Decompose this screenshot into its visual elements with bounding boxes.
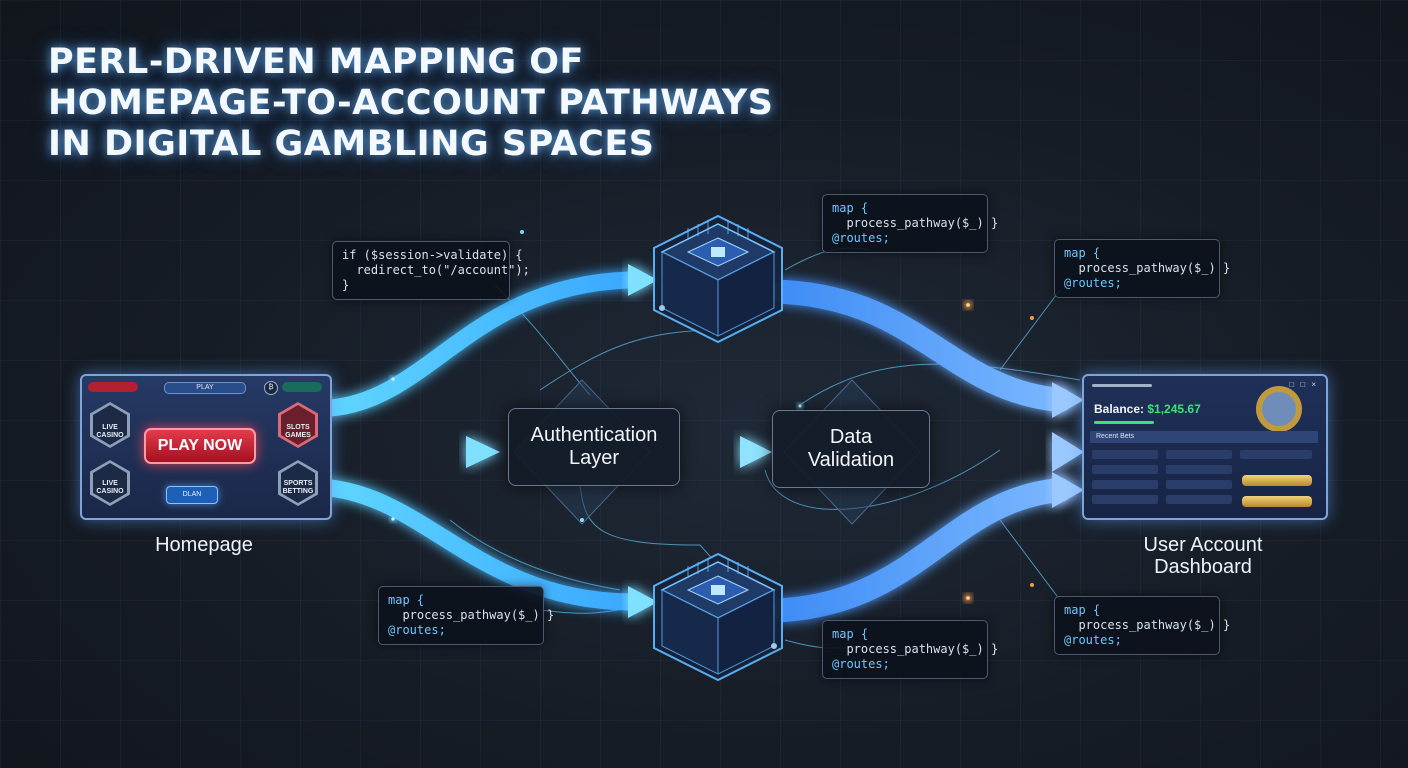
user-dashboard-screen: □ □ × Balance: $1,245.67 Recent Bets (1082, 374, 1328, 520)
balance-bar (1094, 421, 1154, 424)
table-row (1166, 495, 1232, 504)
code-map-right-top: map { process_pathway($_) }@routes; (1054, 239, 1231, 298)
code-map-bottom: map { process_pathway($_) }@routes; (822, 620, 999, 679)
title-line-1: PERL-DRIVEN MAPPING OF (48, 42, 584, 82)
code-line: process_pathway($_) } (1064, 618, 1231, 632)
code-line: process_pathway($_) } (832, 216, 999, 230)
code-line: process_pathway($_) } (388, 608, 555, 622)
table-row (1166, 450, 1232, 459)
data-label-line-2: Validation (807, 449, 895, 471)
homepage-screen: PLAY ₿ LIVE CASINO SLOTS GAMES LIVE CASI… (80, 374, 332, 520)
title-line-3: IN DIGITAL GAMBLING SPACES (48, 124, 655, 164)
window-controls-icon[interactable]: □ □ × (1289, 380, 1318, 389)
play-now-button[interactable]: PLAY NOW (144, 428, 256, 464)
balance-row: Balance: $1,245.67 (1094, 402, 1201, 416)
tile-bottom-right-label: SPORTS BETTING (282, 480, 314, 495)
homepage-label: Homepage (155, 534, 253, 556)
code-map-top: map { process_pathway($_) }@routes; (822, 194, 999, 253)
gold-action-button[interactable] (1242, 475, 1312, 486)
gold-action-button[interactable] (1242, 496, 1312, 507)
code-line: map { (1064, 246, 1101, 260)
code-line: @routes; (1064, 633, 1122, 647)
server-cube-top (653, 214, 783, 344)
code-line: @routes; (1064, 276, 1122, 290)
code-line: @routes; (832, 657, 890, 671)
code-map-bottom-left: map { process_pathway($_) }@routes; (378, 586, 555, 645)
balance-value: $1,245.67 (1147, 402, 1201, 416)
authentication-layer-box: Authentication Layer (508, 408, 680, 486)
nav-pill-play[interactable]: PLAY (164, 382, 246, 394)
recent-bets-header: Recent Bets (1090, 431, 1318, 443)
tile-top-left-label: LIVE CASINO (96, 424, 124, 439)
table-row (1092, 495, 1158, 504)
code-session-validate: if ($session->validate) { redirect_to("/… (332, 241, 530, 300)
code-line: if ($session->validate) { (342, 248, 523, 262)
table-row (1166, 465, 1232, 474)
arrow-head-upper (628, 264, 658, 296)
auth-label-line-1: Authentication (530, 424, 658, 446)
spark-dots (390, 230, 1034, 602)
server-cube-bottom (653, 552, 783, 682)
code-line: @routes; (388, 623, 446, 637)
code-line: map { (388, 593, 425, 607)
page-title: PERL-DRIVEN MAPPING OF HOMEPAGE-TO-ACCOU… (48, 42, 773, 165)
data-label-line-1: Data (829, 426, 873, 448)
avatar-icon[interactable] (1256, 386, 1302, 432)
left-flows (321, 264, 658, 618)
flow-lower-left (321, 479, 639, 611)
data-validation-box: Data Validation (772, 410, 930, 488)
table-row (1092, 480, 1158, 489)
code-map-right-bottom: map { process_pathway($_) }@routes; (1054, 596, 1231, 655)
nav-pill-green[interactable] (282, 382, 322, 392)
table-row (1092, 465, 1158, 474)
secondary-button[interactable]: DLAN (166, 486, 218, 504)
tile-bottom-left-label: LIVE CASINO (96, 480, 124, 495)
arrow-head-lower (628, 586, 658, 618)
flow-lower-right (773, 478, 1072, 622)
auth-label-line-2: Layer (568, 447, 619, 469)
dashboard-topbar (1092, 384, 1152, 387)
middle-flow (680, 436, 772, 468)
dashboard-label-line-1: User Account (1143, 534, 1263, 556)
dashboard-label: User Account Dashboard (1102, 534, 1304, 578)
code-line: } (342, 278, 350, 292)
code-line: process_pathway($_) } (832, 642, 999, 656)
balance-label: Balance: (1094, 402, 1145, 416)
table-row (1092, 450, 1158, 459)
code-line: map { (832, 627, 869, 641)
table-row (1240, 450, 1312, 459)
code-line: process_pathway($_) } (1064, 261, 1231, 275)
title-line-2: HOMEPAGE-TO-ACCOUNT PATHWAYS (48, 83, 774, 123)
dashboard-label-line-2: Dashboard (1154, 556, 1252, 578)
table-row (1166, 480, 1232, 489)
right-flows (773, 280, 1084, 622)
code-line: redirect_to("/account"); (342, 263, 530, 277)
code-line: @routes; (832, 231, 890, 245)
nav-pill-red[interactable] (88, 382, 138, 392)
code-line: map { (832, 201, 869, 215)
currency-icon[interactable]: ₿ (264, 381, 278, 395)
code-line: map { (1064, 603, 1101, 617)
flow-upper-right (773, 280, 1072, 412)
arrow-head-middle (466, 436, 500, 468)
flow-upper-left (321, 271, 639, 417)
tile-top-right-label: SLOTS GAMES (285, 424, 311, 439)
